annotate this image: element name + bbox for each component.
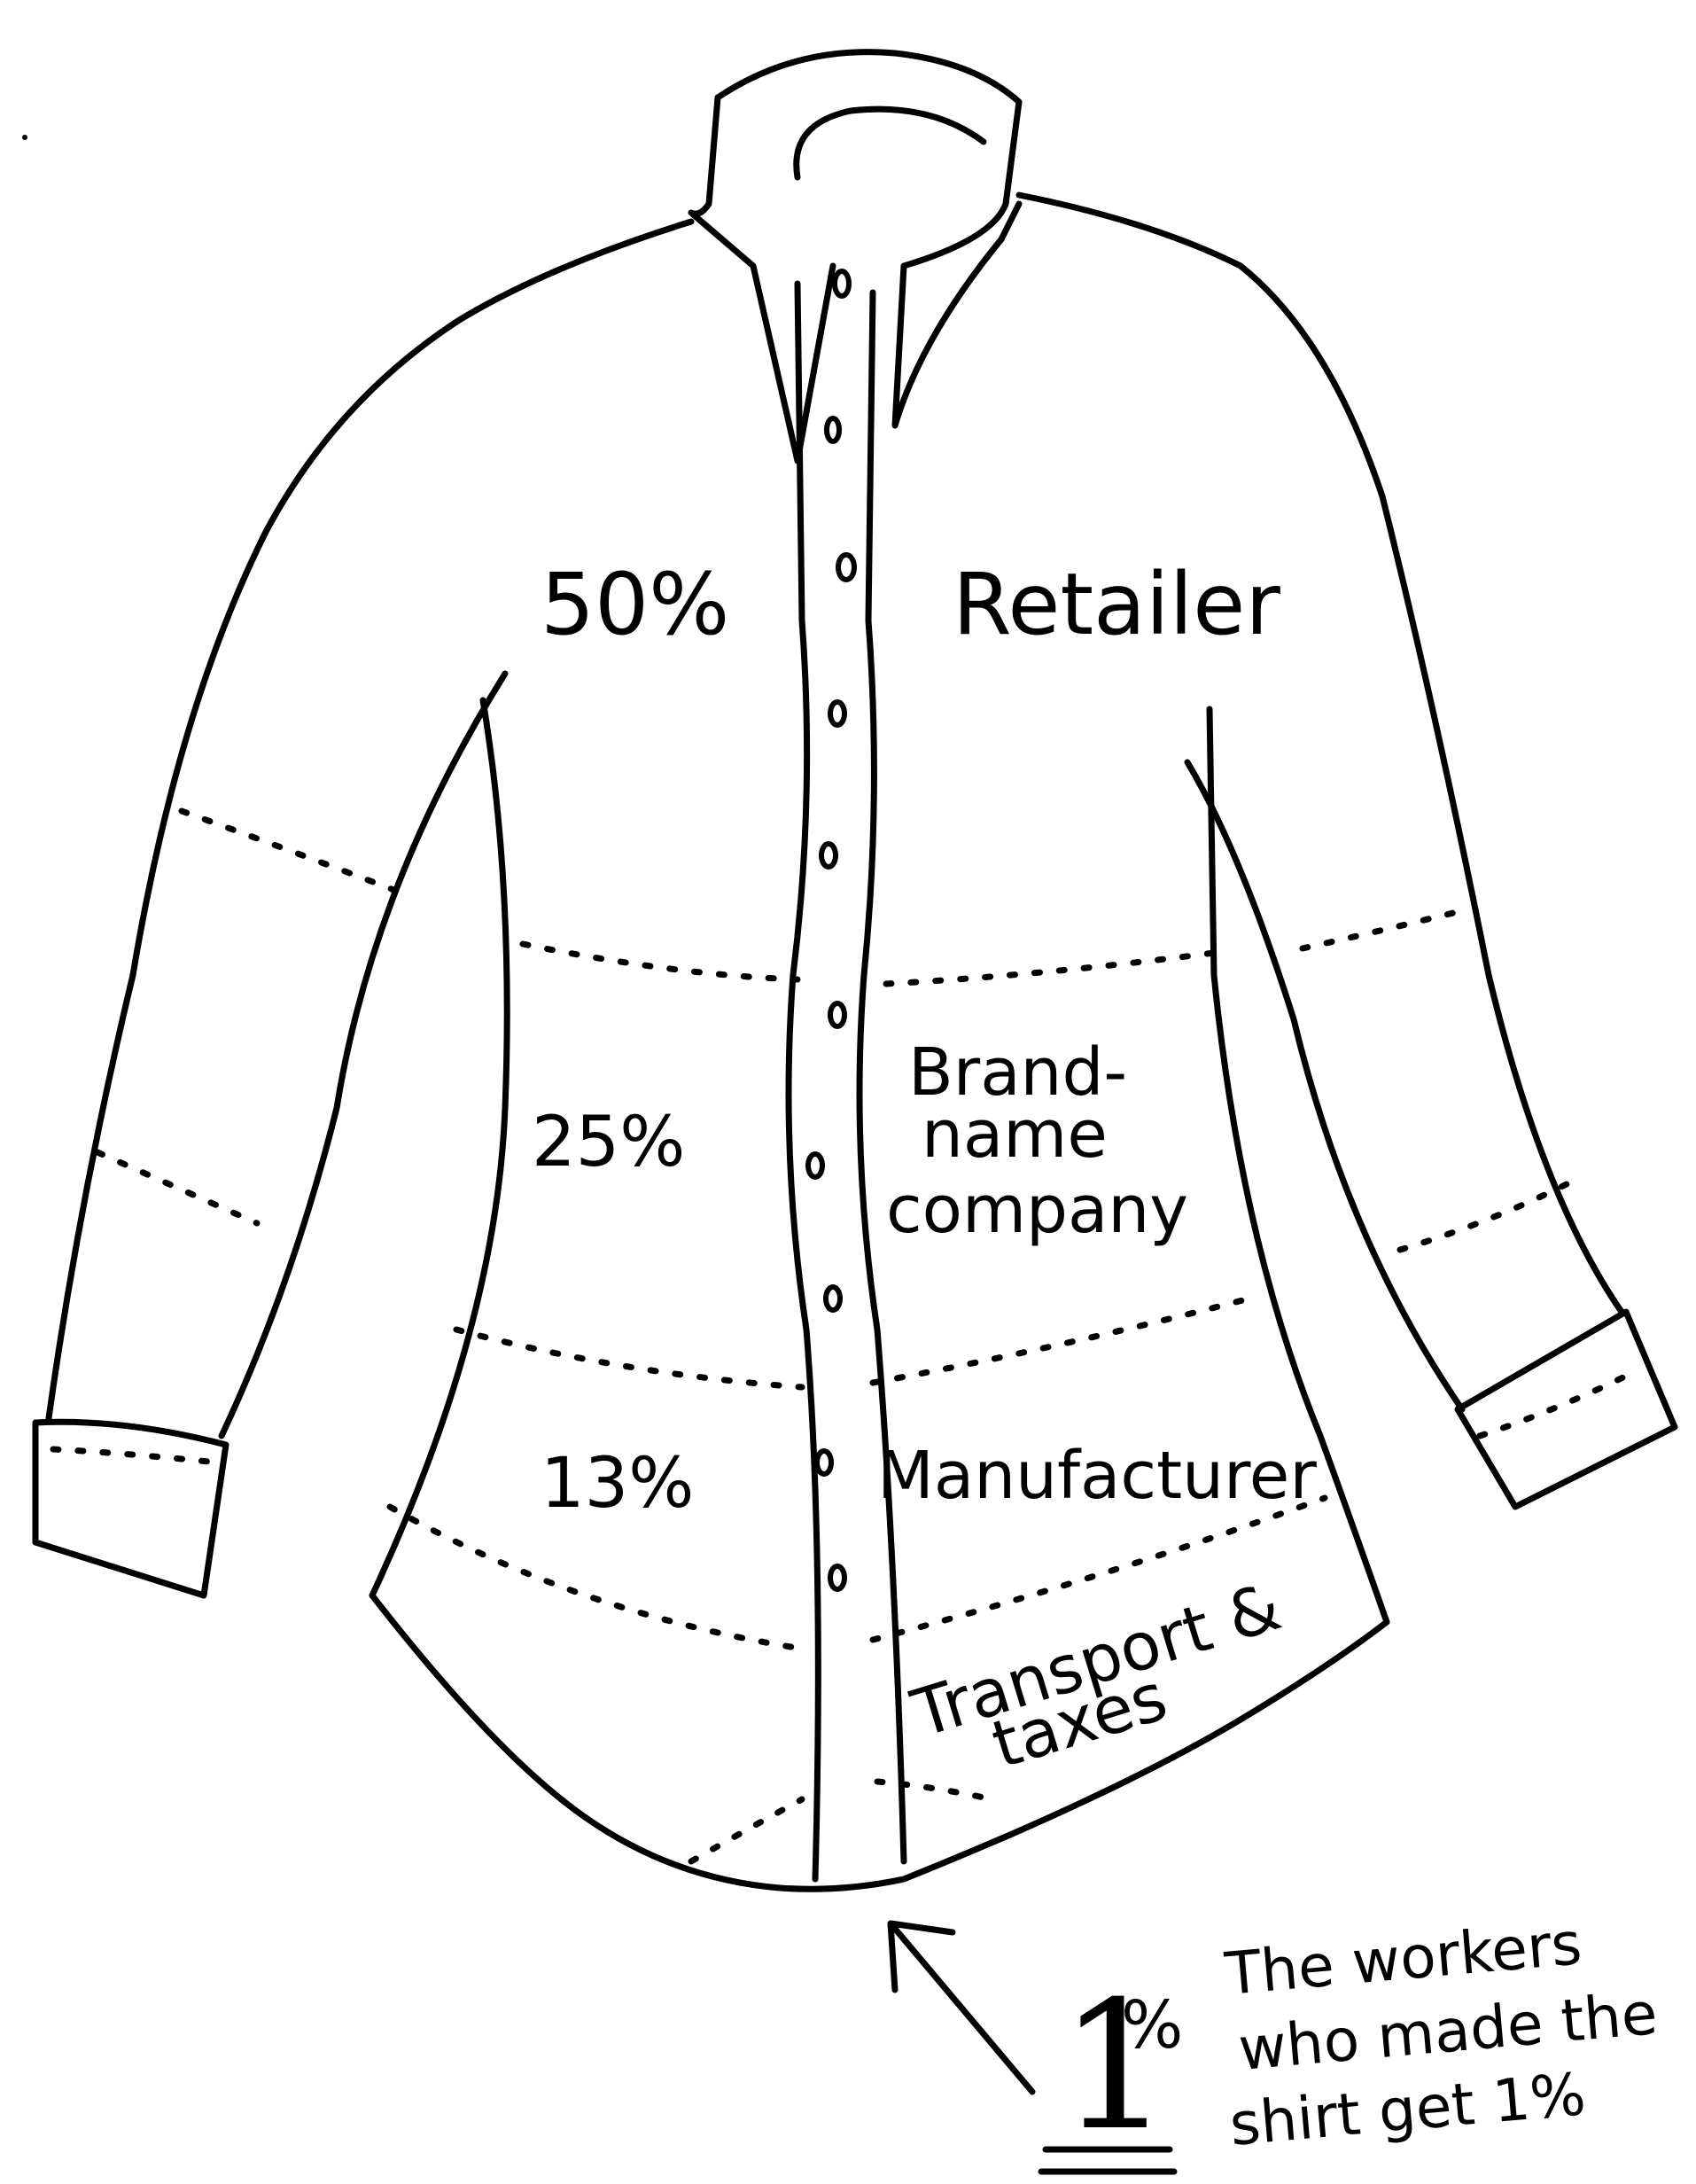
button — [826, 1287, 840, 1310]
right-sleeve-dots-upper — [1303, 909, 1471, 948]
segment-label: Manufacturer — [877, 1438, 1317, 1514]
placket-buttons — [808, 271, 854, 1589]
right-sleeve-dots-lower — [1400, 1183, 1568, 1250]
button — [838, 555, 854, 580]
button — [830, 1566, 844, 1589]
segment-percent: 13% — [541, 1444, 694, 1524]
shirt-drawing — [35, 52, 1675, 1890]
arrow-icon — [891, 1923, 1032, 2092]
segment-divider-lines — [53, 811, 1639, 1861]
button — [830, 1003, 844, 1026]
segment-transport-taxes: Transport & taxes — [903, 1569, 1289, 1784]
placket-left — [789, 284, 818, 1879]
segment-label-line-3: company — [886, 1172, 1188, 1248]
left-sleeve-dots-lower — [97, 1152, 257, 1223]
right-body-outline — [1019, 195, 1622, 1312]
button — [835, 271, 849, 296]
segment-percent: 50% — [541, 555, 729, 654]
stray-dot — [22, 135, 27, 140]
left-body-outline — [49, 222, 691, 1418]
placket-right — [860, 292, 904, 1861]
workers-percent-sign: % — [1121, 1987, 1183, 2063]
right-cuff — [1458, 1312, 1675, 1507]
segment-percent: 25% — [532, 1103, 685, 1182]
left-sleeve-inner — [222, 674, 505, 1436]
segment-label-line-2: name — [922, 1096, 1108, 1173]
button — [827, 418, 839, 441]
collar-left — [691, 98, 833, 461]
button — [817, 1451, 831, 1474]
workers-callout: 1 % The workers who made the shirt get 1… — [891, 1909, 1660, 2172]
left-sleeve-dots-upper — [182, 811, 408, 895]
divider-brand-manufacturer — [456, 1299, 1249, 1387]
left-side-seam — [372, 700, 507, 1595]
button — [821, 844, 836, 867]
segment-label: Retailer — [953, 555, 1280, 654]
left-cuff — [35, 1422, 226, 1595]
collar-inner — [797, 109, 984, 177]
segment-retailer: 50% Retailer — [541, 555, 1280, 654]
button — [830, 702, 844, 725]
divider-transport-workers — [691, 1782, 992, 1861]
button — [808, 1154, 822, 1177]
left-cuff-dots — [53, 1449, 217, 1462]
segment-manufacturer: 13% Manufacturer — [541, 1438, 1317, 1524]
